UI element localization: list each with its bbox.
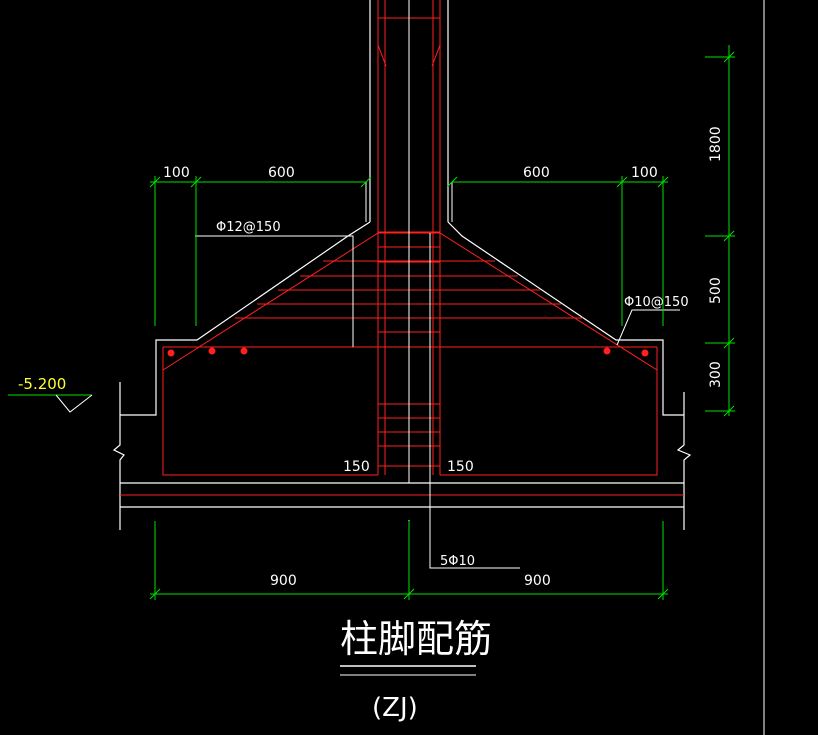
rebar-dot [603,347,611,355]
dim-top-right-slope: 600 [523,165,550,181]
rebar-dot [240,347,248,355]
stirrup-hook-left [377,44,387,67]
dim-bottom-right: 900 [524,573,551,589]
dim-right-lower: 300 [708,361,724,388]
rebar-group [120,0,684,496]
dim-embed-right: 150 [447,459,474,475]
rebar-dot [641,349,649,357]
footing-bar-right [475,347,658,476]
leader-slope-left [195,235,354,347]
dim-top-left-edge: 100 [163,165,190,181]
drawing-subtitle: (ZJ) [372,693,418,723]
footing-left-outline [120,221,371,416]
rebar-sections [167,347,649,357]
slope-bars [162,232,658,371]
rebar-label-slope-left: Φ12@150 [216,220,281,235]
dimension-lines [149,45,735,600]
rebar-label-column-bottom: 5Φ10 [440,554,475,569]
dim-right-middle: 500 [708,277,724,304]
level-marker: -5.200 [8,375,93,413]
concrete-outline [112,0,692,530]
break-line-right [676,392,692,530]
rebar-dot [208,347,216,355]
dim-right-upper: 1800 [708,126,724,162]
drawing-title: 柱脚配筋 [340,617,492,661]
stirrup-hook-right [431,44,441,67]
dim-top-left-slope: 600 [268,165,295,181]
level-value: -5.200 [18,375,66,393]
dim-bottom-left: 900 [270,573,297,589]
dim-embed-left: 150 [343,459,370,475]
leader-slope-right [616,309,680,346]
dim-top-right-edge: 100 [631,165,658,181]
break-line-left [112,382,125,483]
rebar-dot [167,349,175,357]
footing-bar-left [162,347,345,476]
leader-lines [195,0,680,590]
footing-right-outline [447,221,684,416]
leader-column-bottom [429,233,520,569]
rebar-label-slope-right: Φ10@150 [624,295,689,310]
